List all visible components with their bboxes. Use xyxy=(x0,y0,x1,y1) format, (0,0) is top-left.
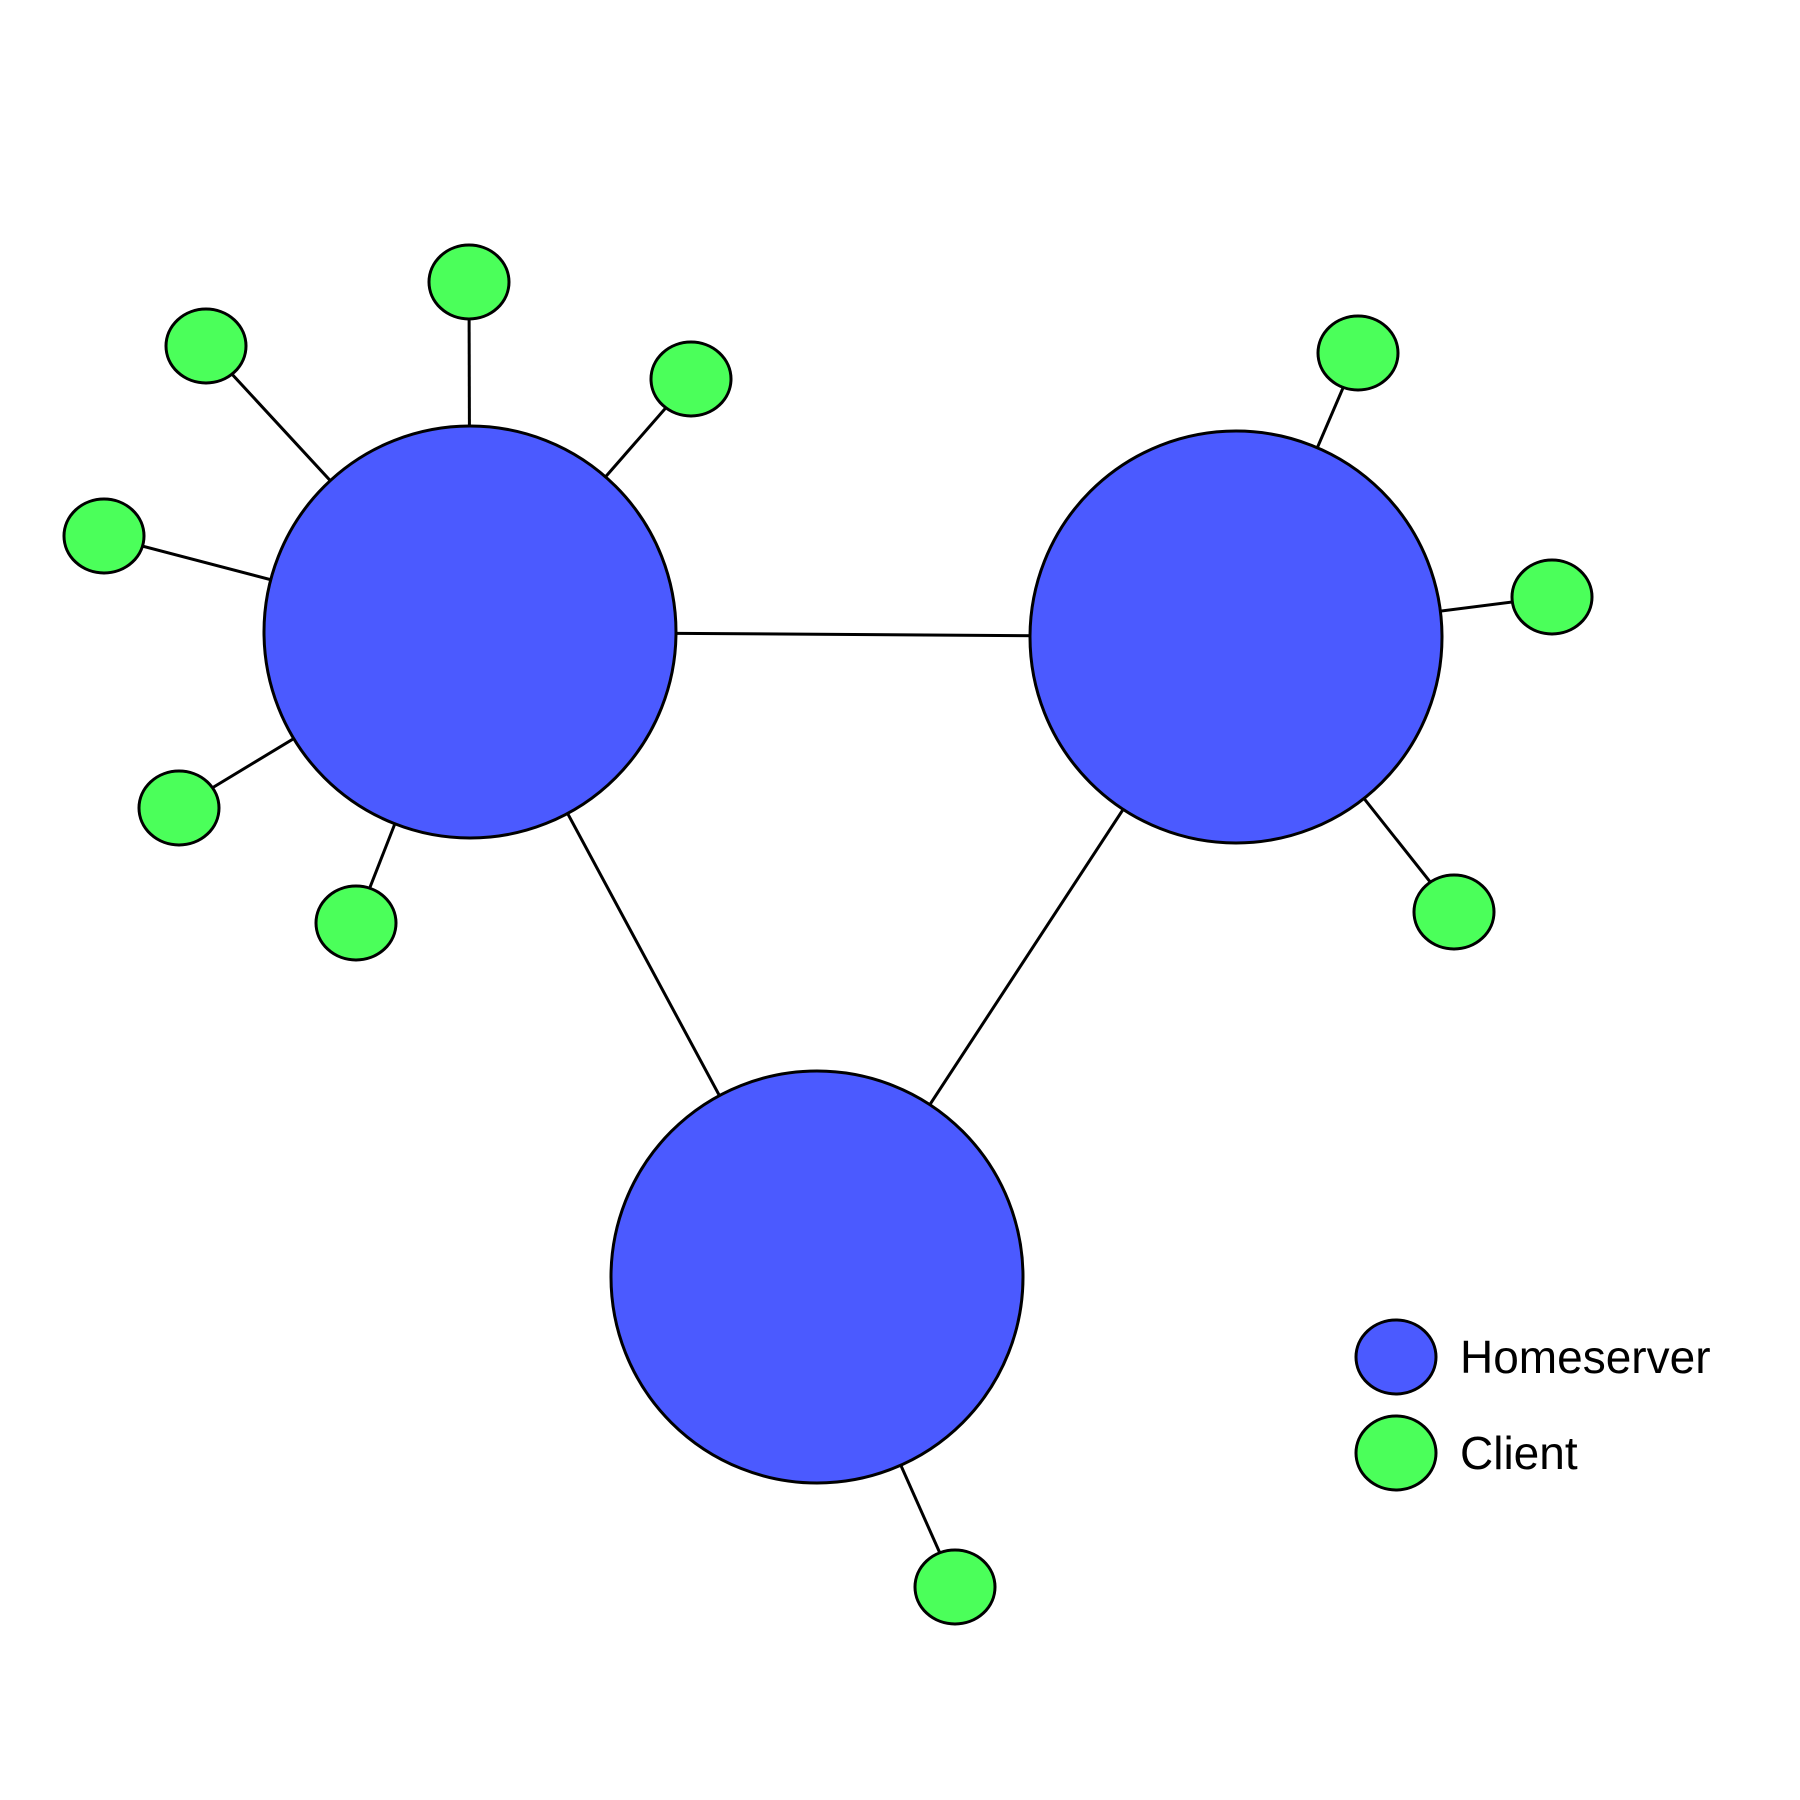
homeserver-node-server-bottom xyxy=(609,1069,1025,1485)
client-node-client-r2 xyxy=(1510,558,1594,636)
legend: Homeserver Client xyxy=(1354,1318,1711,1492)
legend-homeserver-swatch xyxy=(1354,1318,1438,1396)
legend-client-label: Client xyxy=(1460,1427,1578,1479)
client-node-client-r3 xyxy=(1412,873,1496,951)
client-node-client-l3 xyxy=(649,340,733,418)
homeserver-node-server-right xyxy=(1028,429,1444,845)
client-node-client-b1 xyxy=(913,1548,997,1626)
client-node-client-l6 xyxy=(314,884,398,962)
legend-homeserver-label: Homeserver xyxy=(1460,1331,1711,1383)
homeserver-node-server-left xyxy=(262,424,678,840)
client-node-client-l2 xyxy=(164,307,248,385)
nodes xyxy=(62,243,1594,1626)
client-node-client-l4 xyxy=(62,497,146,575)
legend-client-swatch xyxy=(1354,1414,1438,1492)
client-node-client-l5 xyxy=(137,769,221,847)
client-node-client-r1 xyxy=(1316,314,1400,392)
client-node-client-l1 xyxy=(427,243,511,321)
